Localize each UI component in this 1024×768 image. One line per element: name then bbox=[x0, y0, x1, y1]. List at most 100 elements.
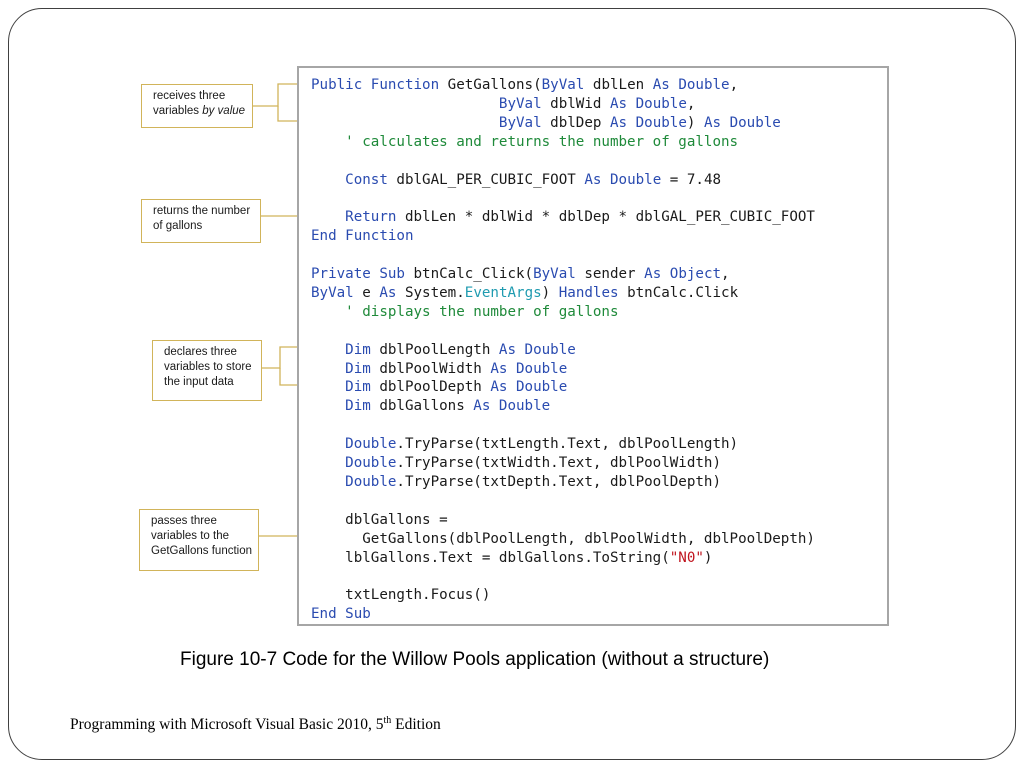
code-token: e bbox=[353, 284, 380, 301]
code-line: Double.TryParse(txtDepth.Text, dblPoolDe… bbox=[311, 473, 721, 492]
code-token: End Function bbox=[311, 228, 414, 245]
code-token: GetGallons( bbox=[447, 77, 542, 93]
code-token: sender bbox=[575, 266, 645, 282]
code-line: Dim dblPoolLength As Double bbox=[311, 341, 576, 360]
callout-receives-line2-prefix: variables bbox=[153, 105, 203, 117]
callout-declares-variables: declares three variables to store the in… bbox=[152, 340, 262, 401]
code-token: btnCalc.Click bbox=[618, 284, 739, 301]
code-token: txtLength.Focus() bbox=[311, 587, 491, 604]
callout-passes-line2: variables to the bbox=[151, 530, 229, 542]
code-line: dblGallons = bbox=[311, 511, 448, 530]
code-line: End Sub bbox=[311, 605, 371, 624]
callout-receives-by-value: receives three variables by value bbox=[141, 84, 253, 128]
code-token bbox=[311, 398, 345, 414]
code-line: txtLength.Focus() bbox=[311, 586, 490, 605]
code-token: As Double bbox=[609, 95, 687, 112]
code-token: End Sub bbox=[311, 606, 371, 623]
callout-receives-line2: variables by value bbox=[153, 104, 246, 119]
callout-returns-line2: of gallons bbox=[153, 220, 203, 232]
code-token: Return bbox=[345, 209, 397, 226]
code-token: Dim bbox=[345, 341, 371, 358]
code-token: dblWid bbox=[541, 95, 610, 112]
code-token: .TryParse(txtDepth.Text, dblPoolDepth) bbox=[396, 473, 722, 490]
code-token: EventArgs bbox=[464, 284, 542, 301]
code-line: ' calculates and returns the number of g… bbox=[311, 133, 738, 152]
code-line: Private Sub btnCalc_Click(ByVal sender A… bbox=[311, 265, 730, 284]
slide-footer: Programming with Microsoft Visual Basic … bbox=[70, 716, 441, 734]
code-token: As Double bbox=[473, 398, 551, 415]
code-token: Dim bbox=[345, 379, 371, 396]
code-token: Dim bbox=[345, 360, 371, 377]
callout-declares-line3: the input data bbox=[164, 376, 234, 388]
code-token: dblGAL_PER_CUBIC_FOOT bbox=[387, 171, 585, 188]
footer-suffix: Edition bbox=[391, 716, 441, 733]
code-token: btnCalc_Click( bbox=[404, 266, 534, 282]
code-token bbox=[311, 379, 345, 395]
code-token: As Double bbox=[490, 360, 568, 377]
code-token: As Double bbox=[498, 341, 576, 358]
code-token bbox=[311, 115, 499, 131]
code-line: ByVal dblDep As Double) As Double bbox=[311, 114, 781, 133]
code-token bbox=[311, 96, 499, 112]
code-token: As Double bbox=[584, 171, 662, 188]
code-token: , bbox=[686, 95, 696, 112]
code-token: As Double bbox=[609, 114, 687, 131]
code-token: ' displays the number of gallons bbox=[311, 303, 619, 320]
code-token: Double bbox=[345, 473, 397, 490]
code-token bbox=[311, 342, 345, 358]
code-line: Return dblLen * dblWid * dblDep * dblGAL… bbox=[311, 208, 815, 227]
callout-receives-line2-italic: by value bbox=[202, 105, 246, 117]
code-token: ' calculates and returns the number of g… bbox=[311, 133, 739, 150]
code-token: As Object bbox=[644, 266, 722, 282]
callout-receives-line1: receives three bbox=[153, 90, 226, 102]
code-token: As Double bbox=[703, 114, 781, 131]
callout-returns-gallons: returns the number of gallons bbox=[141, 199, 261, 243]
code-token: , bbox=[729, 77, 739, 93]
code-line: ByVal dblWid As Double, bbox=[311, 95, 695, 114]
code-line: Public Function GetGallons(ByVal dblLen … bbox=[311, 76, 738, 95]
code-token: = 7.48 bbox=[661, 171, 722, 188]
code-token: Const bbox=[345, 171, 388, 188]
code-token: Double bbox=[345, 455, 397, 471]
code-token: Double bbox=[345, 436, 397, 453]
code-token: "N0" bbox=[669, 549, 704, 566]
code-token: As bbox=[379, 284, 397, 301]
code-line: Const dblGAL_PER_CUBIC_FOOT As Double = … bbox=[311, 171, 721, 190]
code-line: Dim dblGallons As Double bbox=[311, 397, 550, 416]
code-line: End Function bbox=[311, 227, 414, 246]
code-token bbox=[311, 172, 345, 188]
code-token bbox=[311, 436, 345, 452]
code-token: dblGallons = bbox=[311, 511, 448, 528]
callout-passes-line1: passes three bbox=[151, 515, 217, 527]
code-token: dblGallons bbox=[370, 398, 474, 415]
code-line: ' displays the number of gallons bbox=[311, 303, 619, 322]
code-token: ByVal bbox=[533, 266, 576, 282]
code-token: As Double bbox=[490, 379, 568, 396]
code-token bbox=[311, 209, 345, 225]
code-line: Dim dblPoolDepth As Double bbox=[311, 378, 567, 397]
code-token: .TryParse(txtLength.Text, dblPoolLength) bbox=[396, 436, 739, 453]
code-token: dblPoolLength bbox=[370, 341, 499, 358]
code-token: ByVal bbox=[311, 284, 354, 301]
code-token bbox=[311, 455, 345, 471]
code-token: , bbox=[721, 266, 730, 282]
code-line: Double.TryParse(txtLength.Text, dblPoolL… bbox=[311, 435, 738, 454]
callout-declares-line1: declares three bbox=[164, 346, 237, 358]
callout-returns-line1: returns the number bbox=[153, 205, 251, 217]
code-line: Dim dblPoolWidth As Double bbox=[311, 360, 567, 379]
code-line: ByVal e As System.EventArgs) Handles btn… bbox=[311, 284, 738, 303]
figure-caption: Figure 10-7 Code for the Willow Pools ap… bbox=[180, 649, 770, 670]
code-token: lblGallons.Text = dblGallons.ToString( bbox=[311, 549, 670, 566]
code-line: lblGallons.Text = dblGallons.ToString("N… bbox=[311, 549, 712, 568]
code-token: ByVal bbox=[498, 114, 542, 131]
code-listing: Public Function GetGallons( ByVal dblLen … bbox=[297, 66, 889, 626]
code-token: dblPoolDepth bbox=[370, 379, 491, 396]
code-token: Public Function bbox=[311, 77, 448, 93]
footer-superscript: th bbox=[383, 715, 392, 726]
code-token: dblLen * dblWid * dblDep * dblGAL_PER_CU… bbox=[396, 209, 815, 226]
code-token: ) bbox=[686, 114, 704, 131]
code-token: GetGallons(dblPoolLength, dblPoolWidth, … bbox=[311, 530, 815, 547]
code-token: ByVal bbox=[498, 95, 542, 112]
callout-declares-line2: variables to store bbox=[164, 361, 252, 373]
code-token: Dim bbox=[345, 398, 371, 415]
